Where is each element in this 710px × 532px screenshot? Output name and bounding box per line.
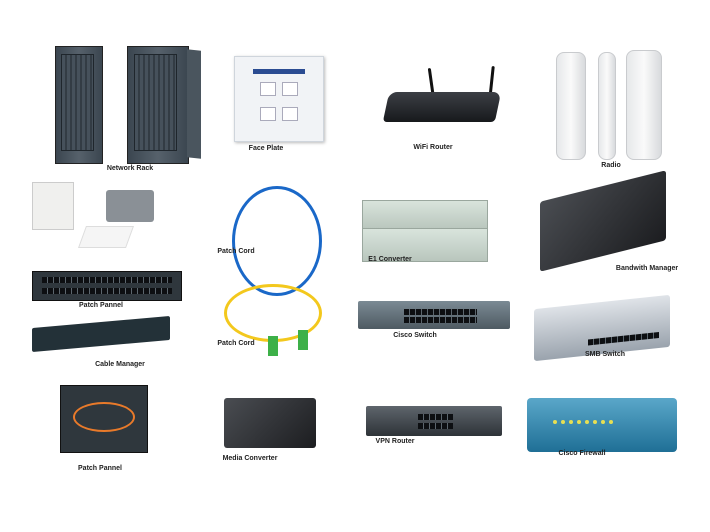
label-network-rack: Network Rack	[106, 165, 154, 172]
vpn-router-image	[366, 406, 502, 436]
label-smb-switch: SMB Switch	[584, 351, 626, 358]
patch-panel-image	[32, 271, 182, 301]
face-plate-image	[234, 56, 324, 142]
label-patch-panel: Patch Pannel	[79, 302, 123, 309]
blue-patch-cord-image	[232, 186, 322, 296]
radio-back-image	[626, 50, 662, 160]
wifi-router-image	[382, 92, 502, 122]
label-patch-cord-fiber: Patch Cord	[217, 340, 255, 347]
bandwidth-manager-image	[540, 170, 666, 272]
cisco-switch-image	[358, 301, 510, 329]
label-media-converter: Media Converter	[222, 455, 278, 462]
label-cisco-switch: Cisco Switch	[393, 332, 437, 339]
cable-manager-image	[32, 315, 170, 353]
e1-converter-lower-image	[362, 228, 488, 262]
label-bandwidth-manager: Bandwith Manager	[615, 265, 679, 272]
label-face-plate: Face Plate	[248, 145, 284, 152]
label-vpn-router: VPN Router	[375, 438, 415, 445]
keystone-jack-image	[32, 182, 74, 230]
rack-door	[187, 49, 201, 159]
keystone-cap-image	[77, 226, 135, 248]
label-e1-converter: E1 Converter	[368, 256, 412, 263]
network-rack-image	[55, 46, 103, 164]
label-patch-cord-copper: Patch Cord	[217, 248, 255, 255]
label-radio: Radio	[601, 162, 621, 169]
radio-side-image	[598, 52, 616, 160]
label-cable-manager: Cable Manager	[95, 361, 145, 368]
e1-converter-image	[362, 200, 488, 230]
radio-image	[556, 52, 586, 160]
keystone-jack-gray-image	[106, 190, 154, 222]
sc-connector	[268, 336, 278, 356]
label-fiber-patch-panel: Patch Pannel	[78, 465, 122, 472]
fiber-patch-panel-image	[60, 385, 148, 453]
sc-connector	[298, 330, 308, 350]
network-rack-open-image	[127, 46, 189, 164]
label-cisco-firewall: Cisco Firewall	[558, 450, 606, 457]
cisco-firewall-image	[527, 398, 677, 452]
media-converter-image	[224, 398, 316, 448]
label-wifi-router: WiFi Router	[413, 144, 453, 151]
